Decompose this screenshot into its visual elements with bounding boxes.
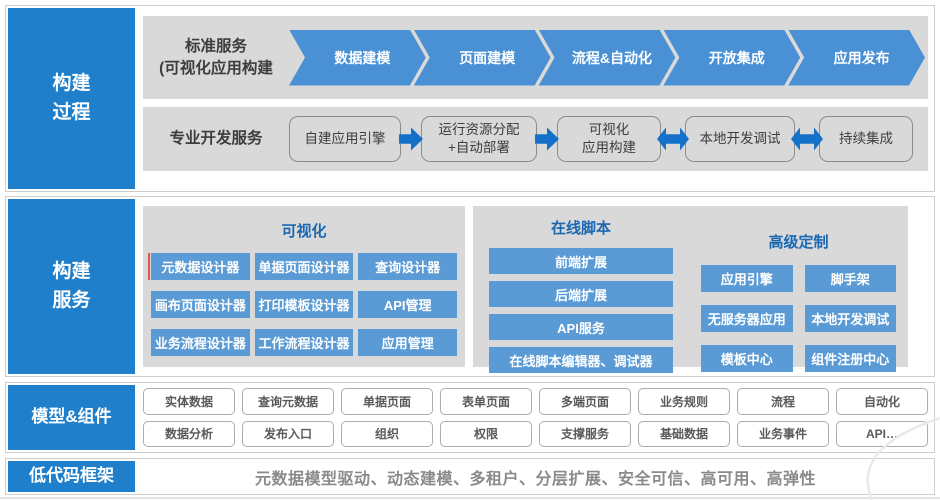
component-box: 组织 — [341, 420, 433, 447]
service-box: 元数据设计器 — [148, 253, 250, 280]
dev-flow-row: 自建应用引擎 运行资源分配 +自动部署 可视化 应用构建 本地开发调试 持续集成 — [289, 116, 928, 162]
service-box-label: 元数据设计器 — [161, 260, 240, 275]
component-box: 自动化 — [836, 388, 928, 415]
professional-services-strip: 专业开发服务 自建应用引擎 运行资源分配 +自动部署 可视化 应用构建 本地开发… — [143, 107, 928, 171]
flow-node: 本地开发调试 — [685, 116, 795, 162]
band-label-lowcode-framework: 低代码框架 — [8, 461, 135, 492]
service-box: 打印模板设计器 — [254, 291, 354, 318]
models-components-grid: 实体数据 查询元数据 单据页面 表单页面 多端页面 业务规则 流程 自动化 数据… — [143, 388, 928, 447]
arrow-right-icon — [535, 127, 559, 151]
arrow-right-icon — [399, 127, 423, 151]
band-label-build-services: 构建 服务 — [8, 199, 135, 374]
service-box: 查询设计器 — [358, 253, 457, 280]
process-chevron-row: 数据建模 页面建模 流程&自动化 开放集成 应用发布 — [289, 30, 925, 86]
component-box: 业务事件 — [737, 420, 829, 447]
component-box: 基础数据 — [638, 420, 730, 447]
flow-node: 持续集成 — [819, 116, 913, 162]
component-box: 业务规则 — [638, 388, 730, 415]
panel-title: 高级定制 — [768, 234, 829, 251]
service-box: 画布页面设计器 — [151, 291, 250, 318]
panel-title: 可视化 — [281, 223, 327, 240]
red-accent-line — [148, 253, 150, 280]
component-box: 单据页面 — [341, 388, 433, 415]
service-box: 工作流程设计器 — [254, 329, 354, 356]
service-box: 组件注册中心 — [804, 345, 896, 372]
visualization-grid: 元数据设计器 单据页面设计器 查询设计器 画布页面设计器 打印模板设计器 API… — [148, 253, 457, 356]
band-build-services: 构建 服务 可视化 元数据设计器 单据页面设计器 查询设计器 画布页面设计器 打… — [5, 196, 935, 377]
process-step-chevron: 数据建模 — [289, 30, 426, 86]
service-box: API服务 — [489, 314, 673, 340]
panel-online-script: 在线脚本 前端扩展 后端扩展 API服务 在线脚本编辑器、调试器 — [473, 206, 689, 373]
component-box: 表单页面 — [440, 388, 532, 415]
process-step-chevron: 页面建模 — [414, 30, 551, 86]
bottom-divider — [0, 497, 940, 499]
flow-node: 可视化 应用构建 — [557, 116, 661, 162]
band-label-build-process: 构建 过程 — [8, 8, 135, 189]
service-box: 脚手架 — [804, 265, 896, 292]
component-box: 数据分析 — [143, 420, 235, 447]
panel-visualization: 可视化 元数据设计器 单据页面设计器 查询设计器 画布页面设计器 打印模板设计器… — [143, 206, 465, 367]
service-box: 应用管理 — [358, 329, 457, 356]
process-step-chevron: 流程&自动化 — [539, 30, 676, 86]
online-script-stack: 前端扩展 后端扩展 API服务 在线脚本编辑器、调试器 — [489, 248, 673, 373]
panel-advanced-custom: 高级定制 应用引擎 脚手架 无服务器应用 本地开发调试 模板中心 组件注册中心 — [689, 206, 908, 372]
standard-services-label: 标准服务 (可视化应用构建 — [159, 37, 273, 77]
component-box: 实体数据 — [143, 388, 235, 415]
component-box: 多端页面 — [539, 388, 631, 415]
component-box: API… — [836, 420, 928, 447]
band-build-process: 构建 过程 标准服务 (可视化应用构建 数据建模 页面建模 流程&自动化 开放集… — [5, 5, 935, 192]
advanced-custom-grid: 应用引擎 脚手架 无服务器应用 本地开发调试 模板中心 组件注册中心 — [701, 265, 896, 372]
flow-node: 自建应用引擎 — [289, 116, 401, 162]
flow-node: 运行资源分配 +自动部署 — [421, 116, 537, 162]
standard-services-strip: 标准服务 (可视化应用构建 数据建模 页面建模 流程&自动化 开放集成 应用发布 — [143, 16, 928, 99]
panel-title: 在线脚本 — [550, 220, 611, 237]
component-box: 流程 — [737, 388, 829, 415]
service-box: 模板中心 — [701, 345, 793, 372]
framework-features-text: 元数据模型驱动、动态建模、多租户、分层扩展、安全可信、高可用、高弹性 — [254, 470, 816, 488]
service-box: 前端扩展 — [489, 248, 673, 274]
process-step-chevron: 应用发布 — [788, 30, 925, 86]
band-models-components: 模型&组件 实体数据 查询元数据 单据页面 表单页面 多端页面 业务规则 流程 … — [5, 382, 935, 453]
service-box: API管理 — [358, 291, 457, 318]
component-box: 发布入口 — [242, 420, 334, 447]
watermark-arc — [866, 416, 940, 500]
band-label-models-components: 模型&组件 — [8, 385, 135, 450]
band-lowcode-framework: 低代码框架 元数据模型驱动、动态建模、多租户、分层扩展、安全可信、高可用、高弹性 — [5, 458, 935, 495]
arrow-double-icon — [791, 127, 823, 151]
process-step-chevron: 开放集成 — [663, 30, 800, 86]
service-box: 后端扩展 — [489, 281, 673, 307]
service-box: 单据页面设计器 — [254, 253, 354, 280]
service-box: 无服务器应用 — [701, 305, 793, 332]
professional-services-label: 专业开发服务 — [169, 130, 263, 148]
service-box: 在线脚本编辑器、调试器 — [489, 347, 673, 373]
service-box: 本地开发调试 — [804, 305, 896, 332]
component-box: 查询元数据 — [242, 388, 334, 415]
arrow-double-icon — [657, 127, 689, 151]
service-box: 业务流程设计器 — [151, 329, 250, 356]
component-box: 支撑服务 — [539, 420, 631, 447]
component-box: 权限 — [440, 420, 532, 447]
service-box: 应用引擎 — [701, 265, 793, 292]
